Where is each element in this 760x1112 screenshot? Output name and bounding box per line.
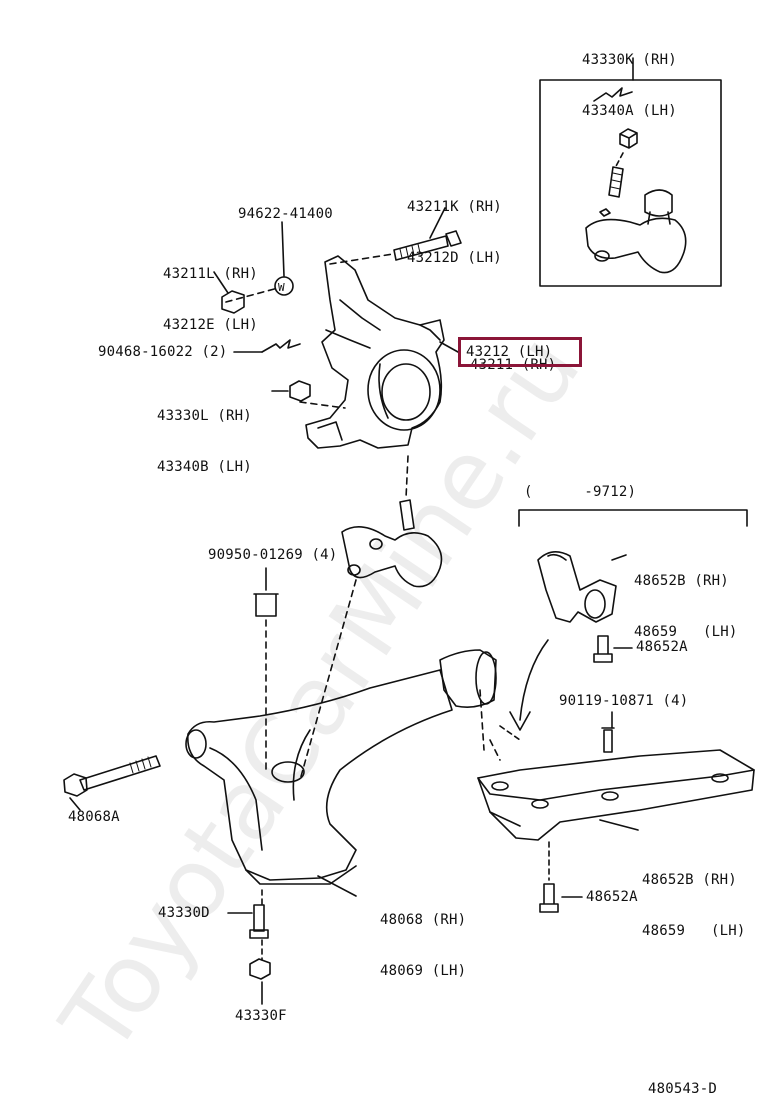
label-arm-bolt: 48068A bbox=[68, 809, 120, 825]
svg-text:W: W bbox=[278, 281, 285, 294]
label-control-arm: 48068 (RH) 48069 (LH) bbox=[380, 912, 467, 979]
arrow-icon bbox=[519, 639, 549, 721]
inset-stud-icon bbox=[608, 166, 624, 198]
label-knuckle-bolt: 43211K (RH) 43212D (LH) bbox=[407, 199, 502, 266]
label-bushing-nut: 90950-01269 (4) bbox=[208, 547, 338, 563]
ball-joint-nut-icon bbox=[289, 380, 311, 402]
label-bottom-bolt: 43330D bbox=[158, 905, 210, 921]
lower-control-arm-icon bbox=[185, 649, 497, 885]
label-ball-joint-nut: 43330L (RH) 43340B (LH) bbox=[157, 408, 252, 475]
arm-bolt-icon bbox=[79, 755, 161, 791]
label-bottom-nut: 43330F bbox=[235, 1008, 287, 1024]
steering-knuckle-icon bbox=[305, 255, 445, 449]
label-bolt-a-top: 48652A bbox=[636, 639, 688, 655]
lower-ball-joint-icon bbox=[341, 499, 443, 588]
label-ball-joint-upper: 43330K (RH) 43340A (LH) bbox=[582, 52, 677, 119]
bottom-bolt-icon bbox=[249, 904, 269, 939]
stabilizer-bracket-icon bbox=[537, 551, 617, 623]
inset-cotter-pin-icon bbox=[593, 87, 633, 102]
diagram-id: 480543-D bbox=[648, 1081, 718, 1097]
label-date-range: ( -9712) bbox=[524, 484, 637, 500]
suspension-member-icon bbox=[477, 749, 755, 841]
date-bracket bbox=[518, 509, 748, 527]
bushing-icon bbox=[253, 593, 279, 617]
inset-dashline bbox=[614, 152, 624, 169]
member-bottom-bolt-icon bbox=[539, 883, 559, 913]
bottom-nut-icon bbox=[249, 958, 271, 980]
label-member: 48652B (RH) 48659 (LH) bbox=[642, 872, 746, 939]
label-knuckle-nut: 43211L (RH) 43212E (LH) bbox=[163, 266, 258, 333]
knuckle-bolt-icon bbox=[393, 235, 449, 261]
label-bolt-a-bottom: 48652A bbox=[586, 889, 638, 905]
label-washer: 94622-41400 bbox=[238, 206, 333, 222]
inset-nut-icon bbox=[619, 128, 638, 149]
washer-icon bbox=[274, 276, 294, 296]
inset-box bbox=[539, 79, 722, 287]
label-stabilizer: 48652B (RH) 48659 (LH) bbox=[634, 573, 738, 640]
highlight-box bbox=[458, 337, 582, 367]
label-knuckle-lh: 43212 (LH) bbox=[466, 344, 553, 360]
inset-ball-joint-icon bbox=[585, 217, 687, 274]
cotter-pin-icon bbox=[261, 339, 301, 353]
knuckle-nut-icon bbox=[221, 290, 245, 314]
stabilizer-bolt-icon bbox=[593, 635, 613, 663]
label-cotter-pin: 90468-16022 (2) bbox=[98, 344, 228, 360]
member-bolt-icon bbox=[601, 727, 615, 753]
label-bolt-90119: 90119-10871 (4) bbox=[559, 693, 689, 709]
